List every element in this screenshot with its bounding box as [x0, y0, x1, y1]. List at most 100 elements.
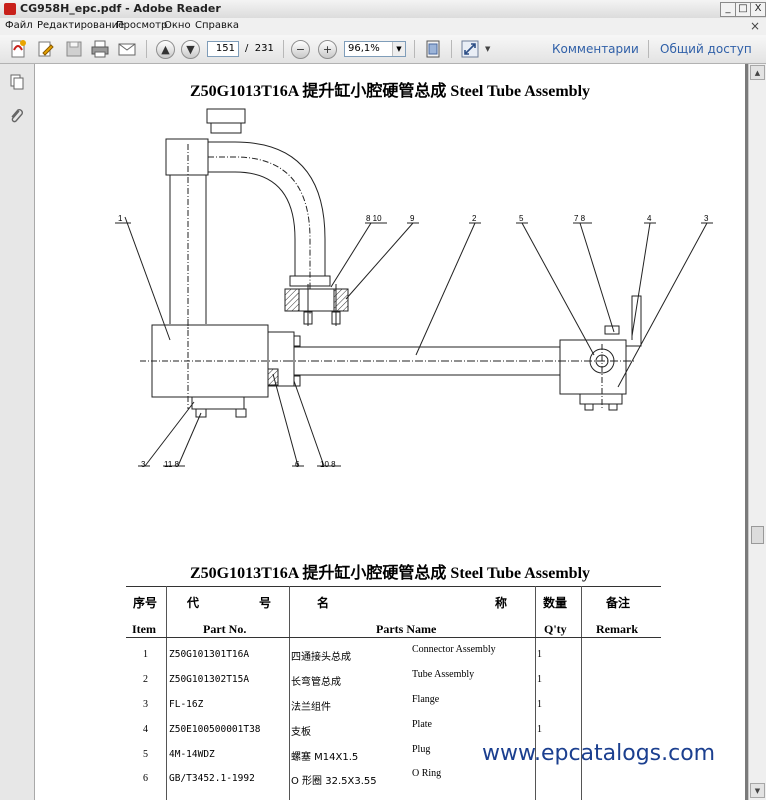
callout-8-10: 8 10 — [366, 214, 382, 223]
callout-10-8: 10 8 — [320, 460, 336, 469]
cell-part-no: Z50G101301T16A — [169, 649, 250, 660]
attachments-paperclip-icon[interactable] — [9, 108, 25, 124]
drawing-right-connector — [559, 339, 627, 395]
pdf-page: Z50G1013T16A 提升缸小腔硬管总成 Steel Tube Assemb… — [35, 64, 745, 800]
navigation-pane — [0, 64, 35, 800]
scroll-down-icon[interactable]: ▼ — [750, 783, 765, 798]
toolbar-separator — [451, 40, 452, 58]
cell-item: 4 — [143, 724, 148, 735]
toolbar-separator — [283, 40, 284, 58]
zoom-out-icon[interactable]: − — [291, 40, 310, 59]
cell-name-en: Plate — [412, 719, 432, 730]
tools-chevron-down-icon[interactable]: ▼ — [485, 45, 491, 53]
edit-pdf-icon[interactable] — [36, 39, 56, 59]
header-part-cn-2: 号 — [259, 596, 272, 610]
header-qty-cn: 数量 — [543, 596, 568, 610]
full-screen-icon[interactable] — [460, 39, 480, 59]
cell-item: 3 — [143, 699, 148, 710]
cell-name-en: Connector Assembly — [412, 644, 496, 655]
cell-name-en: Tube Assembly — [412, 669, 475, 680]
header-part-cn-1: 代 — [187, 596, 200, 610]
cell-item: 2 — [143, 674, 148, 685]
cell-name-en: Plug — [412, 744, 431, 755]
next-page-icon[interactable]: ▼ — [181, 40, 200, 59]
share-link[interactable]: Общий доступ — [660, 42, 752, 56]
table-top-rule — [126, 586, 661, 587]
pages-panel-icon[interactable] — [9, 74, 25, 90]
cell-name-en: O Ring — [412, 768, 442, 779]
header-name-cn-2: 称 — [495, 596, 508, 610]
title-bar: CG958H_epc.pdf - Adobe Reader _ □ X — [0, 0, 766, 19]
create-pdf-icon[interactable] — [8, 39, 28, 59]
fit-page-icon[interactable] — [423, 39, 443, 59]
cell-part-no: 4M-14WDZ — [169, 749, 215, 760]
header-part-en: Part No. — [203, 622, 247, 636]
previous-page-icon[interactable]: ▲ — [156, 40, 175, 59]
email-icon[interactable] — [117, 39, 137, 59]
chevron-down-icon[interactable]: ▼ — [392, 42, 405, 56]
scroll-up-icon[interactable]: ▲ — [750, 65, 765, 80]
header-name-en: Parts Name — [376, 622, 437, 636]
header-item-cn: 序号 — [133, 596, 158, 610]
drawing-bent-tube-outer — [208, 141, 326, 276]
header-item-en: Item — [132, 622, 156, 636]
menu-help[interactable]: Справка — [195, 20, 240, 31]
drawing-elbow-block — [165, 138, 209, 176]
callout-5: 5 — [519, 214, 524, 223]
drawing-top-fitting — [206, 108, 246, 124]
callout-1: 1 — [118, 214, 123, 223]
cell-name-en: Flange — [412, 694, 440, 705]
close-button[interactable]: X — [750, 2, 766, 17]
close-document-icon[interactable]: × — [749, 19, 760, 33]
callout-6: 6 — [295, 460, 300, 469]
scrollbar-thumb[interactable] — [751, 526, 764, 544]
drawing-plate — [626, 295, 642, 347]
table-column-rule — [166, 586, 167, 800]
minimize-button[interactable]: _ — [720, 2, 736, 17]
header-remark-cn: 备注 — [606, 596, 631, 610]
cell-name-cn: 支板 — [291, 727, 311, 738]
cell-name-cn: O 形圈 32.5X3.55 — [291, 776, 377, 787]
cell-qty: 1 — [537, 724, 542, 735]
toolbar-separator — [414, 40, 415, 58]
callout-3-left: 3 — [141, 460, 146, 469]
callout-7-8: 7 8 — [574, 214, 586, 223]
save-icon[interactable] — [64, 39, 84, 59]
maximize-button[interactable]: □ — [735, 2, 751, 17]
vertical-scrollbar[interactable]: ▲ ▼ — [748, 64, 766, 800]
callout-3-right: 3 — [704, 214, 709, 223]
print-icon[interactable] — [90, 39, 110, 59]
menu-view[interactable]: Просмотр — [116, 20, 168, 31]
cell-name-cn: 螺塞 M14X1.5 — [291, 752, 359, 763]
page-number-input[interactable]: 151 — [207, 41, 239, 57]
cell-part-no: FL-16Z — [169, 699, 204, 710]
drawing-title: Z50G1013T16A 提升缸小腔硬管总成 Steel Tube Assemb… — [189, 83, 591, 100]
zoom-in-icon[interactable]: + — [318, 40, 337, 59]
zoom-value: 96,1% — [348, 43, 380, 54]
cell-qty: 1 — [537, 699, 542, 710]
table-column-rule — [535, 586, 536, 800]
callout-11-8: 11 8 — [164, 460, 179, 469]
toolbar-separator — [648, 40, 649, 58]
total-pages: 231 — [254, 43, 274, 54]
cell-qty: 1 — [537, 674, 542, 685]
cell-part-no: Z50E100500001T38 — [169, 724, 261, 735]
table-title: Z50G1013T16A 提升缸小腔硬管总成 Steel Tube Assemb… — [189, 565, 591, 582]
table-column-rule — [289, 586, 290, 800]
cell-item: 1 — [143, 649, 148, 660]
menu-file[interactable]: Файл — [5, 20, 33, 31]
header-remark-en: Remark — [596, 622, 638, 636]
toolbar: ▲ ▼ 151 / 231 − + 96,1% ▼ ▼ Комментарии О… — [0, 35, 766, 64]
zoom-select[interactable]: 96,1% ▼ — [344, 41, 406, 57]
callout-9: 9 — [410, 214, 415, 223]
drawing-top-fitting-nut — [210, 122, 242, 134]
menu-edit[interactable]: Редактирование — [37, 20, 125, 31]
cell-part-no: GB/T3452.1-1992 — [169, 773, 255, 784]
page-total: / 231 — [245, 43, 274, 54]
menu-window[interactable]: Окно — [164, 20, 191, 31]
comments-link[interactable]: Комментарии — [552, 42, 639, 56]
cell-name-cn: 长弯管总成 — [291, 677, 341, 688]
cell-item: 5 — [143, 749, 148, 760]
cell-part-no: Z50G101302T15A — [169, 674, 250, 685]
page-separator: / — [245, 43, 249, 54]
